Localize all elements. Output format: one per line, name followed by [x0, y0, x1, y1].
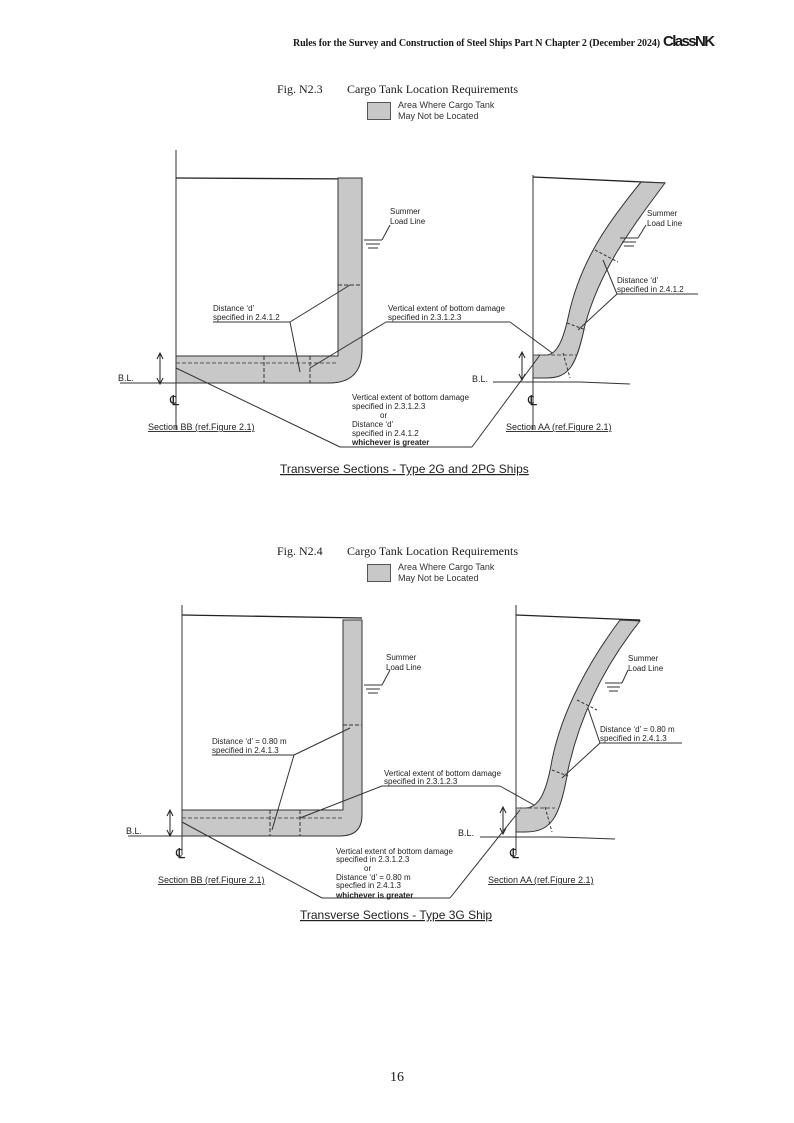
- svg-text:Summer: Summer: [628, 654, 659, 663]
- svg-text:specified in 2.4.1.3: specified in 2.4.1.3: [600, 734, 667, 743]
- svg-text:Load Line: Load Line: [386, 663, 422, 672]
- figure-title: Cargo Tank Location Requirements: [347, 544, 519, 558]
- svg-text:Section BB (ref.Figure 2.1): Section BB (ref.Figure 2.1): [158, 875, 265, 885]
- svg-text:Distance ‘d’: Distance ‘d’: [213, 304, 255, 313]
- svg-text:B.L.: B.L.: [126, 826, 142, 836]
- figure-number: Fig. N2.4: [277, 544, 323, 558]
- svg-text:Vertical extent of bottom dama: Vertical extent of bottom damage: [388, 304, 506, 313]
- svg-text:℄: ℄: [527, 392, 537, 408]
- diagram-title: Transverse Sections - Type 2G and 2PG Sh…: [280, 462, 529, 476]
- diagram-fig-n2-3: B.L. ℄ Summer Load Line Distance ‘d’ spe…: [118, 150, 698, 476]
- page-number: 16: [390, 1070, 404, 1085]
- svg-text:Summer: Summer: [647, 209, 678, 218]
- section-aa-label: Section AA (ref.Figure 2.1): [506, 422, 612, 432]
- svg-text:specified in 2.4.1.2: specified in 2.4.1.2: [617, 285, 684, 294]
- svg-text:Summer: Summer: [386, 653, 417, 662]
- svg-text:Distance ‘d’: Distance ‘d’: [352, 420, 394, 429]
- figure-title: Cargo Tank Location Requirements: [347, 82, 519, 96]
- svg-text:specified in 2.4.1.3: specified in 2.4.1.3: [212, 746, 279, 755]
- svg-text:Distance ‘d’ = 0.80 m: Distance ‘d’ = 0.80 m: [212, 737, 287, 746]
- svg-text:Distance ‘d’: Distance ‘d’: [617, 276, 659, 285]
- svg-text:specified in 2.3.1.2.3: specified in 2.3.1.2.3: [384, 777, 458, 786]
- bl-label: B.L.: [118, 373, 134, 383]
- svg-text:specified in 2.3.1.2.3: specified in 2.3.1.2.3: [388, 313, 462, 322]
- svg-text:Distance ‘d’ = 0.80 m: Distance ‘d’ = 0.80 m: [600, 725, 675, 734]
- svg-text:Summer: Summer: [390, 207, 421, 216]
- svg-text:specified in 2.3.1.2.3: specified in 2.3.1.2.3: [352, 402, 426, 411]
- svg-text:Distance ‘d’ = 0.80 m: Distance ‘d’ = 0.80 m: [336, 873, 411, 882]
- svg-text:specified in 2.4.1.2: specified in 2.4.1.2: [213, 313, 280, 322]
- legend-swatch: [367, 102, 391, 120]
- svg-text:℄: ℄: [175, 845, 185, 861]
- legend-swatch: [367, 564, 391, 582]
- svg-text:or: or: [380, 411, 387, 420]
- svg-text:whichever is greater: whichever is greater: [335, 891, 413, 900]
- classnk-logo: ClassNK: [663, 33, 715, 50]
- svg-text:or: or: [364, 864, 371, 873]
- svg-text:Load Line: Load Line: [647, 219, 683, 228]
- svg-text:specified in 2.3.1.2.3: specified in 2.3.1.2.3: [336, 855, 410, 864]
- figure-caption: Fig. N2.4 Cargo Tank Location Requirement…: [277, 544, 518, 559]
- svg-text:specfied in 2.4.1.3: specfied in 2.4.1.3: [336, 881, 401, 890]
- diagram-fig-n2-4: B.L. ℄ Summer Load Line Distance ‘d’ = 0…: [126, 605, 682, 922]
- svg-text:Vertical extent of bottom dama: Vertical extent of bottom damage: [352, 393, 470, 402]
- svg-text:Vertical extent of bottom dama: Vertical extent of bottom damage: [336, 847, 454, 856]
- svg-text:whichever is greater: whichever is greater: [351, 438, 429, 447]
- svg-text:B.L.: B.L.: [472, 374, 488, 384]
- figure-number: Fig. N2.3: [277, 82, 323, 96]
- centerline-symbol: ℄: [169, 392, 179, 408]
- svg-text:℄: ℄: [509, 845, 519, 861]
- svg-text:Load Line: Load Line: [628, 664, 664, 673]
- figure-caption: Fig. N2.3 Cargo Tank Location Requirement…: [277, 82, 518, 97]
- running-header: Rules for the Survey and Construction of…: [292, 38, 660, 49]
- svg-text:Load Line: Load Line: [390, 217, 426, 226]
- svg-text:Section AA (ref.Figure 2.1): Section AA (ref.Figure 2.1): [488, 875, 594, 885]
- section-bb-label: Section BB (ref.Figure 2.1): [148, 422, 255, 432]
- svg-text:Transverse Sections - Type 3G: Transverse Sections - Type 3G Ship: [300, 908, 492, 922]
- svg-text:Vertical extent of bottom dama: Vertical extent of bottom damage: [384, 769, 502, 778]
- svg-text:specified in 2.4.1.2: specified in 2.4.1.2: [352, 429, 419, 438]
- svg-text:B.L.: B.L.: [458, 828, 474, 838]
